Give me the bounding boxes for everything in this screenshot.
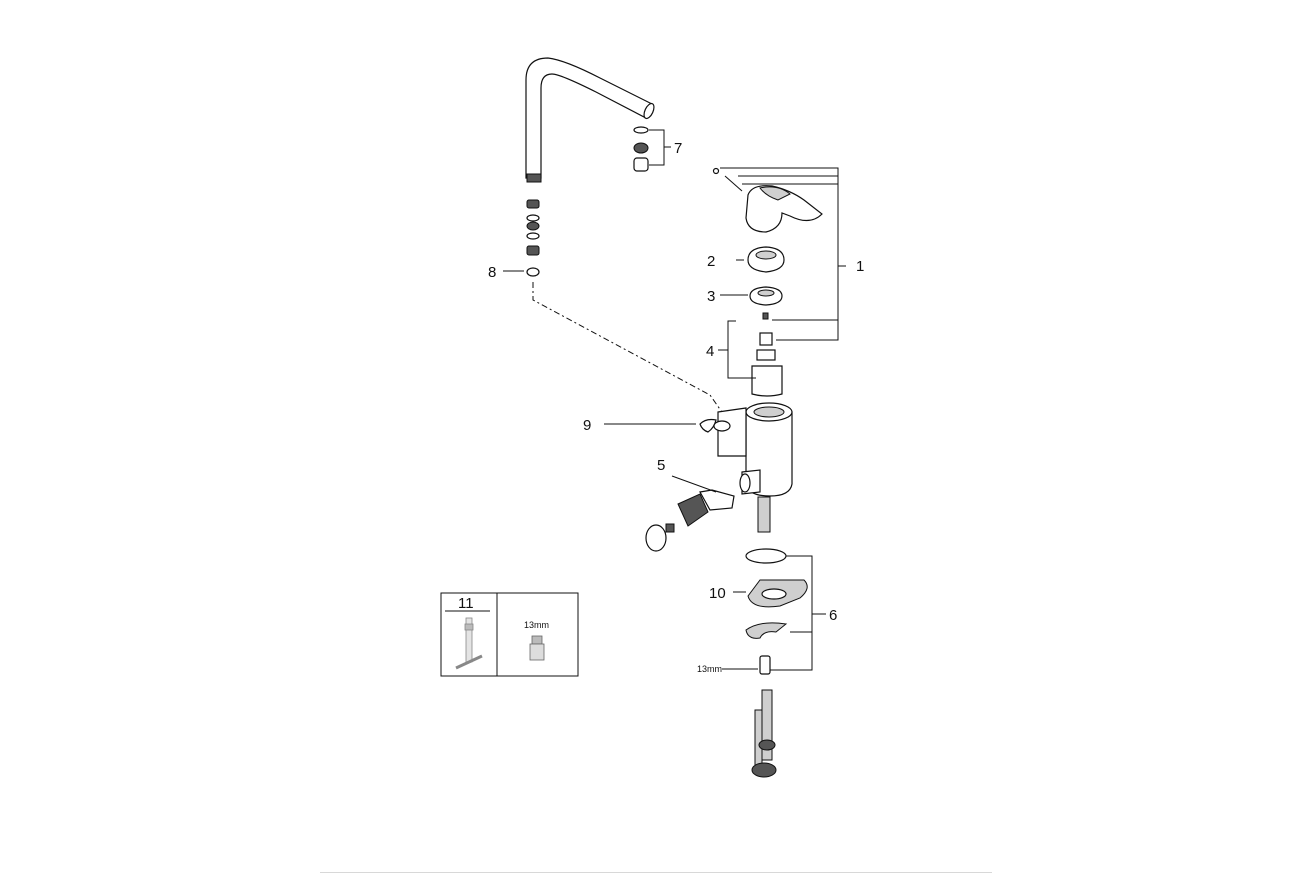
tool-box: 11 13mm (440, 592, 579, 677)
callout-6: 6 (829, 607, 837, 624)
leader-group-1 (720, 167, 846, 341)
bottom-divider (320, 872, 992, 873)
callout-8: 8 (488, 264, 496, 281)
callout-leaders (503, 259, 758, 670)
diverter-assembly (645, 475, 735, 552)
callout-1: 1 (856, 258, 864, 275)
callout-9: 9 (583, 417, 591, 434)
mounting-kit (745, 548, 826, 675)
clip (699, 418, 731, 433)
dash-line-spout-to-body (532, 282, 725, 416)
mixer-body (717, 402, 793, 497)
callout-7: 7 (674, 140, 682, 157)
aerator-stack (633, 126, 671, 172)
retaining-nut (749, 286, 783, 306)
callout-5: 5 (657, 457, 665, 474)
wrench-key-icon (455, 617, 483, 670)
nut-size-label: 13mm (697, 664, 722, 674)
spout (525, 57, 655, 183)
spout-connector-stack (526, 199, 540, 277)
wrench-size-label: 13mm (524, 620, 549, 630)
callout-11: 11 (458, 595, 474, 612)
callout-10: 10 (709, 585, 726, 602)
lever-handle (712, 167, 823, 233)
cartridge (718, 312, 783, 397)
callout-4: 4 (706, 343, 714, 360)
callout-3: 3 (707, 288, 715, 305)
callout-2: 2 (707, 253, 715, 270)
nut-socket-icon (529, 635, 545, 661)
cap-ring (747, 246, 785, 273)
supply-hoses (751, 496, 777, 778)
